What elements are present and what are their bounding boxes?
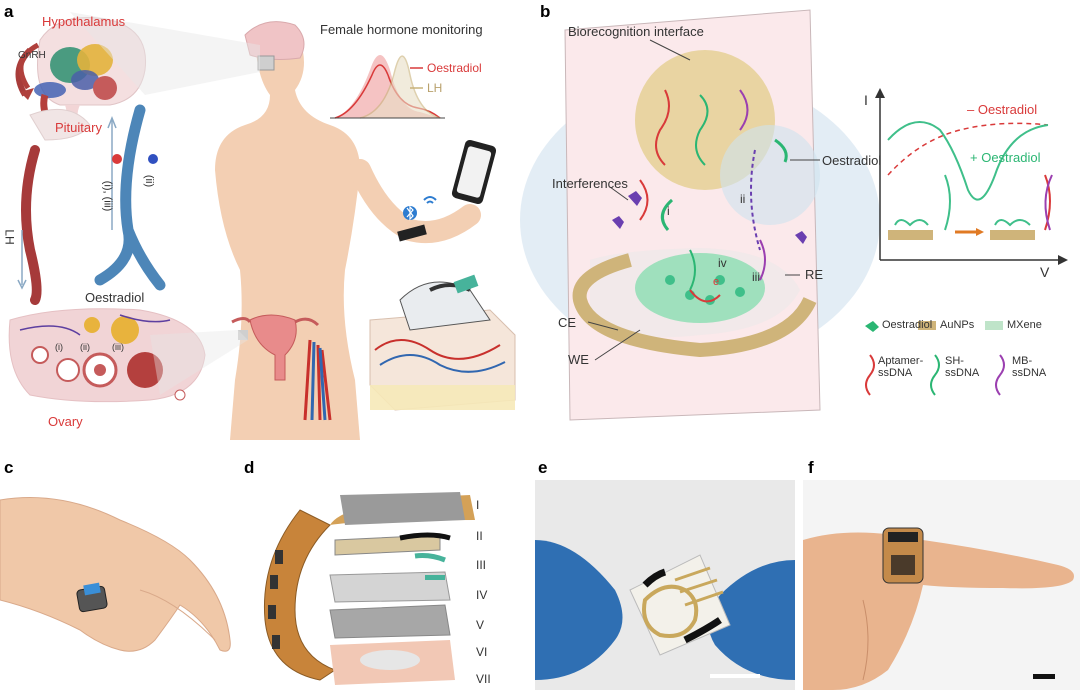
layer-label-7: VII: [476, 672, 491, 686]
label-electron: e: [713, 276, 720, 288]
legend-minus-oestradiol: – Oestradiol: [967, 102, 1038, 117]
legend-lh-a: LH: [427, 81, 443, 95]
panel-a-illustration: [8, 12, 516, 440]
panel-label-b: b: [540, 2, 551, 21]
label-gnrh: GnRH: [18, 50, 46, 61]
layer-label-2: II: [476, 529, 483, 543]
label-step-iii: iii: [752, 270, 760, 284]
label-re: RE: [805, 267, 824, 282]
legend-mb-ssdna: MB- ssDNA: [1012, 355, 1047, 379]
panel-b-illustration: [520, 9, 1068, 421]
label-monitoring-title: Female hormone monitoring: [320, 22, 483, 37]
graph-x-axis-label: V: [1040, 264, 1050, 280]
label-interferences: Interferences: [552, 176, 628, 191]
label-step-i: i: [667, 204, 670, 218]
label-ovary: Ovary: [48, 414, 83, 429]
panel-e-photo-gloved-fingers: [535, 480, 795, 690]
panel-d-device-layers: [240, 480, 520, 690]
panel-label-f: f: [808, 458, 814, 477]
label-stage-iii: (iii): [112, 342, 124, 352]
label-oestradiol-b: Oestradiol: [822, 153, 882, 168]
legend-sh-ssdna: SH- ssDNA: [945, 355, 980, 379]
legend-mxene: MXene: [1007, 319, 1042, 331]
panel-label-a: a: [4, 2, 14, 21]
panel-label-d: d: [244, 458, 255, 477]
legend-oestradiol-glyph-label: Oestradiol: [882, 319, 933, 331]
layer-label-4: IV: [476, 588, 488, 602]
label-step-ii: ii: [740, 192, 746, 206]
label-stage-i: (i): [55, 342, 63, 352]
panel-label-c: c: [4, 458, 14, 477]
layer-label-1: I: [476, 498, 480, 512]
panel-f-photo-ring-finger: [803, 480, 1080, 690]
panel-label-e: e: [538, 458, 548, 477]
label-we: WE: [568, 352, 589, 367]
legend-plus-oestradiol: + Oestradiol: [970, 150, 1041, 165]
label-pituitary: Pituitary: [55, 120, 102, 135]
legend-aptamer: Aptamer- ssDNA: [878, 355, 924, 379]
layer-label-5: V: [476, 618, 485, 632]
label-oestradiol-a: Oestradiol: [85, 290, 145, 305]
legend-oestradiol-a: Oestradiol: [427, 61, 482, 75]
label-hypothalamus: Hypothalamus: [42, 14, 126, 29]
panel-c-hand-illustration: [0, 480, 240, 690]
label-step-iv: iv: [718, 256, 727, 270]
legend-aunps: AuNPs: [940, 319, 975, 331]
label-stage-ii: (ii): [80, 342, 90, 352]
graph-y-axis-label: I: [864, 92, 868, 108]
label-biorecognition: Biorecognition interface: [568, 24, 704, 39]
layer-label-3: III: [476, 558, 487, 572]
layer-label-6: VI: [476, 645, 488, 659]
label-ce: CE: [558, 315, 577, 330]
